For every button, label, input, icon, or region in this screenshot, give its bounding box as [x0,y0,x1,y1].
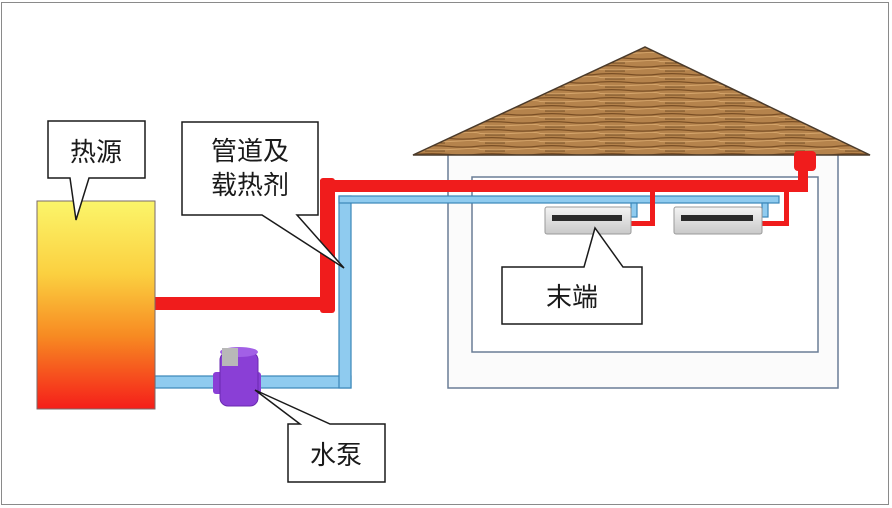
label-pump: 水泵 [310,441,362,471]
water-pump [213,347,261,407]
label-terminal: 末端 [546,283,598,313]
heat-source-boiler [36,200,156,410]
supply-pipe-house [320,180,808,192]
callout-pump: 水泵 [254,389,386,483]
supply-branch-1-h [630,221,655,226]
return-branch-1 [630,202,638,218]
supply-branch-2 [784,192,789,226]
supply-riser [798,168,808,192]
supply-pipe-vertical [320,178,335,313]
label-pipes-line1: 管道及 [211,137,289,167]
roof [412,46,871,156]
terminal-unit [544,206,632,235]
supply-pipe-from-boiler [155,297,335,310]
callout-pipes: 管道及 载热剂 [181,121,345,269]
label-pipes-line2: 载热剂 [211,171,289,201]
supply-branch-2-h [762,221,789,226]
callout-heat-source: 热源 [47,120,146,221]
return-pipe-house [338,195,780,204]
terminal-unit [673,206,763,235]
callout-terminal: 末端 [501,226,643,325]
supply-branch-1 [650,192,655,226]
label-heat-source: 热源 [70,138,122,168]
house [412,46,871,389]
return-branch-2 [761,202,769,218]
supply-pipes [155,151,816,313]
expansion-tank [794,151,816,171]
return-pipe-vertical [338,195,352,389]
